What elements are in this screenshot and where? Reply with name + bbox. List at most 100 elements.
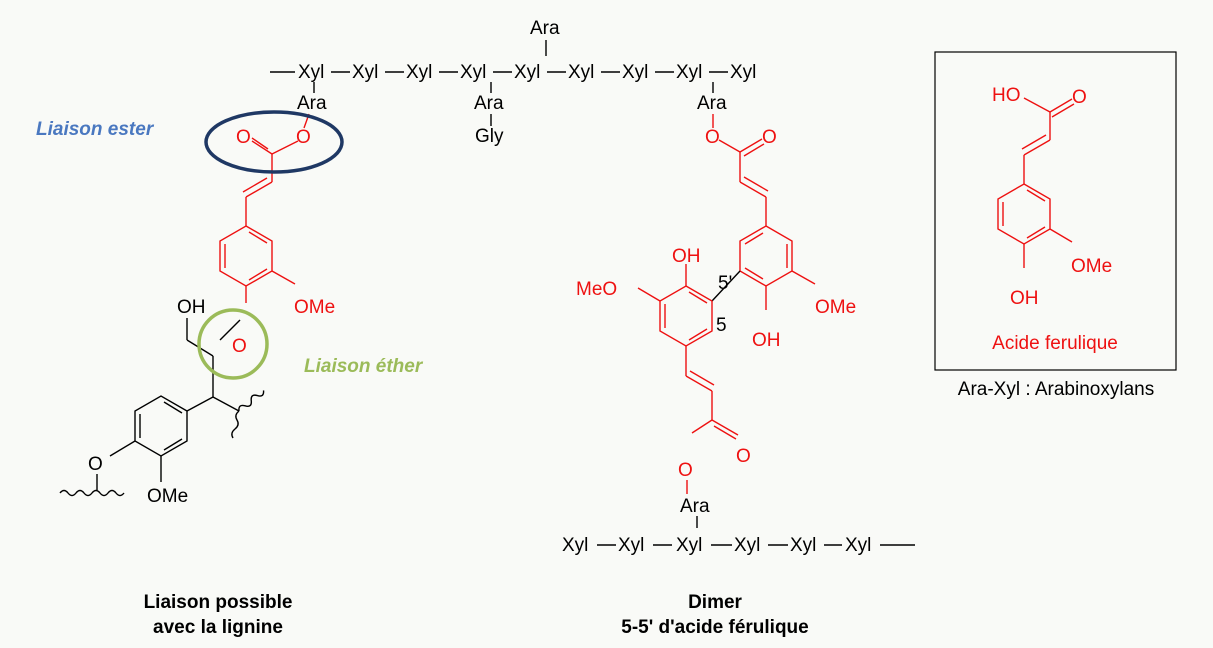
phenol-oh: OH bbox=[1010, 288, 1039, 309]
aromatic-bond bbox=[248, 268, 268, 281]
lignin-methoxy: OMe bbox=[147, 486, 188, 507]
xyl-unit: Xyl bbox=[460, 62, 486, 83]
hydroxyl-group: OH bbox=[672, 246, 701, 267]
alkene-bond bbox=[743, 176, 769, 192]
alkene-bond bbox=[1021, 134, 1047, 150]
methoxy-bond bbox=[1049, 228, 1073, 243]
lignin-oxygen: O bbox=[88, 454, 103, 475]
methoxy-group: OMe bbox=[815, 297, 856, 318]
caption-left-line1: Liaison possible bbox=[144, 592, 293, 613]
xyl-unit: Xyl bbox=[730, 62, 756, 83]
legend-text: Ara-Xyl : Arabinoxylans bbox=[958, 379, 1154, 400]
xyl-unit: Xyl bbox=[734, 535, 760, 556]
xyl-unit: Xyl bbox=[352, 62, 378, 83]
ester-oxygen: O bbox=[678, 460, 693, 481]
ether-oxygen: O bbox=[232, 336, 247, 357]
carbonyl-bond bbox=[251, 137, 269, 150]
top-xylan-chain: Xyl Xyl Xyl Xyl Xyl Xyl Xyl Xyl Xyl Ara … bbox=[270, 18, 756, 147]
carboxyl-bond bbox=[1023, 97, 1051, 113]
gly-branch: Gly bbox=[475, 126, 504, 147]
ara-branch: Ara bbox=[297, 93, 327, 114]
alkene-bond bbox=[739, 181, 767, 198]
position-5: 5 bbox=[716, 315, 727, 336]
aromatic-bond bbox=[1026, 189, 1046, 202]
xyl-unit: Xyl bbox=[562, 535, 588, 556]
lignin-ring bbox=[134, 395, 188, 457]
methoxy-group: MeO bbox=[576, 279, 617, 300]
aromatic-bond bbox=[688, 291, 708, 304]
aromatic-bond bbox=[744, 267, 764, 280]
xyl-unit: Xyl bbox=[676, 535, 702, 556]
lignin-bond bbox=[109, 440, 136, 457]
aromatic-bond bbox=[163, 438, 183, 451]
benzene-ring bbox=[219, 225, 273, 287]
wavy-bond bbox=[238, 390, 265, 412]
ester-oxygen: O bbox=[705, 127, 720, 148]
xyl-unit: Xyl bbox=[676, 62, 702, 83]
ester-highlight-circle bbox=[204, 110, 344, 174]
xyl-unit: Xyl bbox=[622, 62, 648, 83]
alkene-bond bbox=[1023, 139, 1051, 156]
wavy-bond bbox=[231, 410, 240, 439]
carbonyl-bond bbox=[739, 138, 763, 153]
wavy-bond bbox=[59, 489, 125, 497]
carbonyl-bond bbox=[1049, 98, 1073, 113]
alkene-bond bbox=[245, 181, 273, 198]
xyl-unit: Xyl bbox=[514, 62, 540, 83]
aromatic-bond bbox=[744, 232, 764, 245]
ferulic-acid-inset: HO O OMe OH Acide ferulique Ara-Xyl : Ar… bbox=[934, 51, 1177, 400]
ara-branch: Ara bbox=[474, 93, 504, 114]
methoxy-bond bbox=[271, 270, 296, 285]
alkene-bond bbox=[685, 375, 713, 392]
xyl-unit: Xyl bbox=[845, 535, 871, 556]
biaryl-bond bbox=[711, 270, 741, 302]
carbonyl-bond bbox=[1051, 103, 1075, 118]
xyl-unit: Xyl bbox=[406, 62, 432, 83]
carbonyl-bond bbox=[251, 140, 273, 155]
aromatic-bond bbox=[163, 401, 183, 414]
ether-highlight-circle bbox=[197, 308, 269, 380]
carbonyl-oxygen: O bbox=[736, 446, 751, 467]
ara-branch: Ara bbox=[697, 93, 727, 114]
xyl-unit: Xyl bbox=[790, 535, 816, 556]
carbonyl-bond bbox=[713, 425, 737, 440]
hydroxyl-group: OH bbox=[177, 297, 206, 318]
methoxy-bond bbox=[791, 270, 816, 285]
caption-mid-line2: 5-5' d'acide férulique bbox=[621, 617, 808, 638]
aromatic-bond bbox=[688, 328, 708, 341]
lignin-bond bbox=[219, 319, 241, 341]
ester-oxygen: O bbox=[296, 127, 311, 148]
ester-bond bbox=[691, 419, 713, 434]
carbonyl-oxygen: O bbox=[762, 127, 777, 148]
carbonyl-oxygen: O bbox=[236, 127, 251, 148]
dehydrodimer: O O OMe OH 5' 5 OH MeO bbox=[562, 114, 915, 638]
xyl-unit: Xyl bbox=[298, 62, 324, 83]
methoxy-group: OMe bbox=[1071, 256, 1112, 277]
left-ferulate-lignin: O O OMe O OH bbox=[36, 110, 424, 638]
alkene-bond bbox=[242, 177, 268, 193]
benzene-ring bbox=[739, 225, 793, 287]
lignin-bond bbox=[186, 396, 214, 412]
aromatic-bond bbox=[248, 231, 268, 244]
lignin-bond bbox=[212, 396, 240, 412]
carbonyl-bond bbox=[711, 419, 739, 436]
ester-bond bbox=[718, 139, 741, 153]
hydroxyl-group: OH bbox=[752, 330, 781, 351]
ester-bond bbox=[271, 140, 299, 155]
inset-frame bbox=[934, 51, 1177, 371]
ara-branch-top: Ara bbox=[530, 18, 560, 39]
carboxyl-oh: HO bbox=[992, 85, 1021, 106]
xyl-unit: Xyl bbox=[618, 535, 644, 556]
carbonyl-bond bbox=[743, 143, 765, 157]
carbonyl-oxygen: O bbox=[1072, 87, 1087, 108]
ara-branch-bottom: Ara bbox=[680, 496, 710, 517]
xyl-unit: Xyl bbox=[568, 62, 594, 83]
caption-mid-line1: Dimer bbox=[688, 592, 742, 613]
benzene-ring bbox=[997, 183, 1051, 245]
ether-link-label: Liaison éther bbox=[304, 356, 424, 377]
methoxy-bond bbox=[637, 287, 661, 302]
position-5prime: 5' bbox=[718, 273, 732, 294]
alkene-bond bbox=[689, 370, 715, 386]
benzene-ring bbox=[659, 285, 713, 347]
